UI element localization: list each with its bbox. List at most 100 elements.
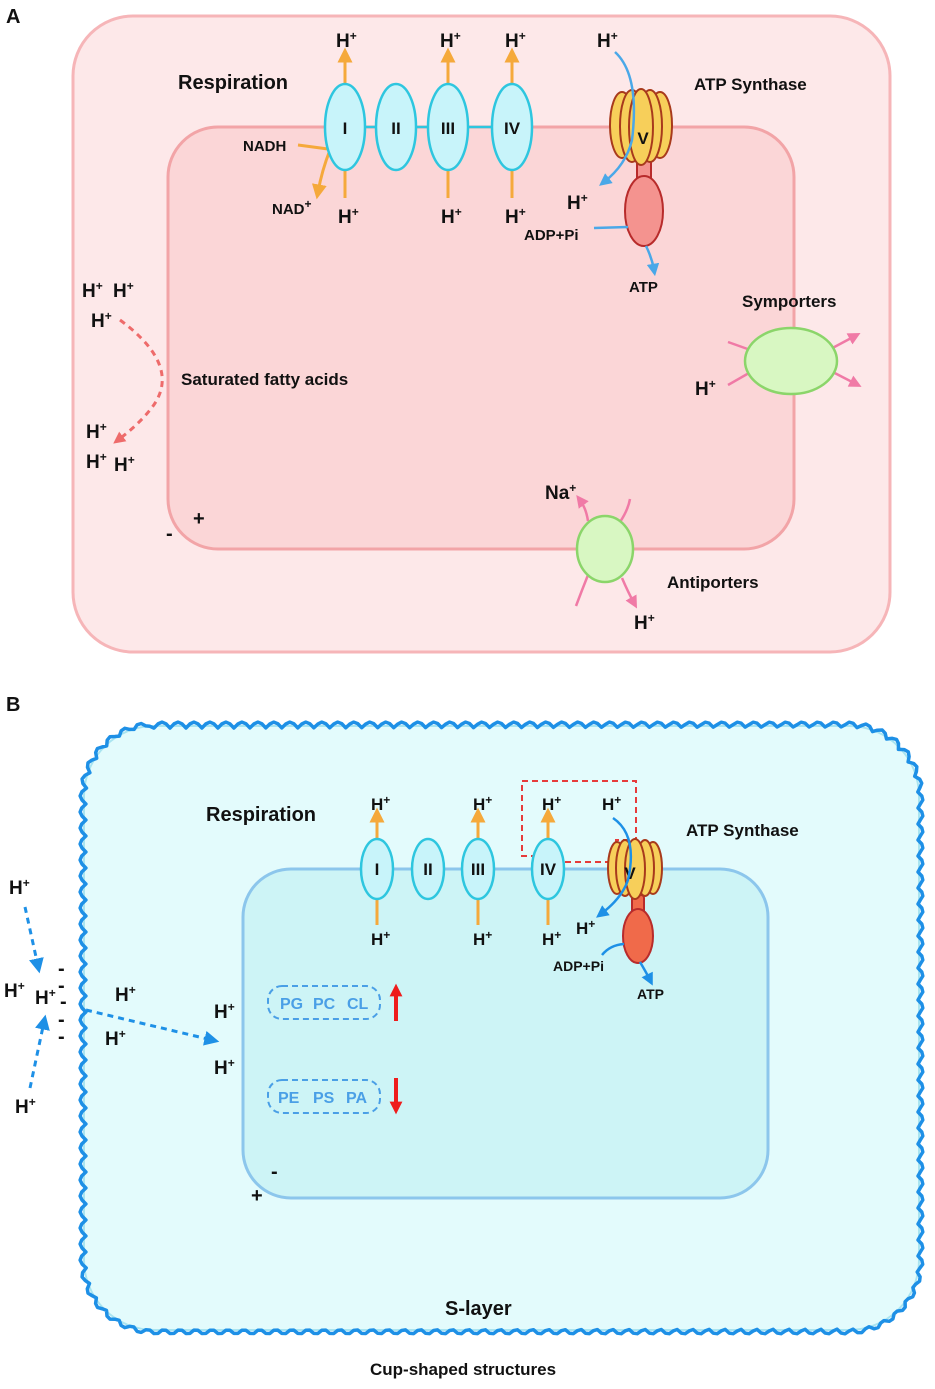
respiration-label: Respiration (178, 72, 288, 94)
svg-text:H+: H+ (441, 205, 462, 228)
svg-text:H+: H+ (371, 793, 390, 814)
h-plus-bottom: H+ H+ H+ (338, 205, 526, 228)
h-plus-outside-b: H+ H+ H+ H+ (4, 876, 56, 1118)
svg-text:H+: H+ (214, 1000, 235, 1023)
minus-sign-a: - (166, 523, 173, 545)
svg-text:H+: H+ (338, 205, 359, 228)
panel-a-label: A (6, 6, 20, 28)
svg-text:H+: H+ (114, 453, 135, 476)
svg-text:PC: PC (313, 996, 336, 1013)
lipids-increased: PG PC CL (267, 983, 403, 1021)
adp-pi-label: ADP+Pi (524, 227, 579, 244)
svg-text:II: II (423, 860, 432, 879)
svg-text:PA: PA (346, 1090, 367, 1107)
inner-membrane-b (241, 867, 770, 1200)
respiration-label-b: Respiration (206, 804, 316, 826)
h-plus-bottom-b: H+ H+ H+ (371, 928, 561, 949)
svg-text:-: - (60, 991, 67, 1013)
plus-sign-a: + (193, 508, 205, 530)
atp-synthase-arrows (593, 51, 660, 277)
s-layer-scallops (78, 720, 925, 1336)
outside-proton-flow (23, 906, 220, 1089)
svg-text:H+: H+ (440, 29, 461, 52)
h-plus-synthase: H+ (567, 191, 588, 214)
symporters-label: Symporters (742, 292, 836, 311)
antiporter (574, 494, 637, 609)
svg-text:H+: H+ (105, 1027, 126, 1050)
svg-text:-: - (58, 958, 65, 980)
nadh-label: NADH (243, 138, 286, 155)
svg-text:IV: IV (540, 860, 557, 879)
atp-synthase-b: V (607, 838, 663, 964)
h-plus-synthase-b: H+ (576, 917, 595, 938)
svg-text:H+: H+ (91, 309, 112, 332)
cup-shaped-label: Cup-shaped structures (370, 1360, 556, 1379)
svg-text:PS: PS (313, 1090, 335, 1107)
svg-text:III: III (471, 860, 485, 879)
h-plus-symporter: H+ (695, 377, 716, 400)
svg-text:H+: H+ (214, 1056, 235, 1079)
svg-text:H+: H+ (473, 928, 492, 949)
svg-text:H+: H+ (542, 928, 561, 949)
atp-synthase-label-b: ATP Synthase (686, 821, 799, 840)
svg-text:H+: H+ (473, 793, 492, 814)
svg-text:V: V (637, 129, 649, 148)
antiporters-label: Antiporters (667, 573, 759, 592)
complex-iii: III (426, 82, 470, 172)
svg-text:H+: H+ (336, 29, 357, 52)
svg-text:CL: CL (347, 996, 369, 1013)
svg-text:H+: H+ (113, 279, 134, 302)
svg-text:-: - (58, 1026, 65, 1048)
svg-text:III: III (441, 119, 455, 138)
svg-text:H+: H+ (597, 29, 618, 52)
svg-text:I: I (343, 119, 348, 138)
complex-i-b: I (359, 837, 395, 901)
svg-text:IV: IV (504, 119, 521, 138)
panel-a: A Respiration I II III IV (6, 6, 892, 654)
svg-text:H+: H+ (115, 983, 136, 1006)
svg-text:H+: H+ (82, 279, 103, 302)
h-plus-inside-b: H+ H+ H+ H+ (105, 983, 235, 1079)
complex-ii-b: II (410, 837, 446, 901)
s-layer-negative-charges: - - - - - (58, 958, 67, 1048)
s-layer-label: S-layer (445, 1298, 512, 1320)
saturated-fatty-acids-label: Saturated fatty acids (181, 370, 348, 389)
svg-text:H+: H+ (4, 979, 25, 1002)
svg-text:H+: H+ (542, 793, 561, 814)
svg-text:-: - (58, 975, 65, 997)
complex-ii: II (374, 82, 418, 172)
svg-text:H+: H+ (371, 928, 390, 949)
adp-pi-label-b: ADP+Pi (553, 958, 604, 974)
svg-text:-: - (58, 1009, 65, 1031)
svg-text:H+: H+ (15, 1095, 36, 1118)
svg-text:H+: H+ (86, 450, 107, 473)
svg-text:H+: H+ (35, 986, 56, 1009)
svg-text:PE: PE (278, 1090, 300, 1107)
plus-sign-b: + (251, 1185, 263, 1207)
complex-i: I (323, 82, 367, 172)
complex-iv-b: IV (530, 837, 566, 901)
atp-synthase-arrows-b (596, 816, 653, 986)
na-plus-label: Na+ (545, 481, 576, 504)
h-plus-outside-a: H+ H+ H+ H+ H+ H+ (82, 279, 135, 476)
svg-text:H+: H+ (505, 205, 526, 228)
svg-text:PG: PG (280, 996, 303, 1013)
atp-label-b: ATP (637, 986, 664, 1002)
complex-iv: IV (490, 82, 534, 172)
svg-text:H+: H+ (602, 793, 621, 814)
lipids-decreased: PE PS PA (267, 1078, 403, 1115)
nad-label: NAD+ (272, 197, 312, 218)
svg-text:I: I (375, 860, 380, 879)
panel-b: B Respiration I II III IV (4, 694, 925, 1379)
minus-sign-b: - (271, 1161, 278, 1183)
atp-synthase-label: ATP Synthase (694, 75, 807, 94)
h-plus-top: H+ H+ H+ H+ (336, 29, 618, 52)
atp-label: ATP (629, 279, 658, 296)
h-plus-top-b: H+ H+ H+ H+ (371, 793, 621, 814)
symporter (727, 326, 862, 396)
svg-text:H+: H+ (505, 29, 526, 52)
svg-text:H+: H+ (86, 420, 107, 443)
complex-iii-b: III (460, 837, 496, 901)
svg-text:H+: H+ (9, 876, 30, 899)
